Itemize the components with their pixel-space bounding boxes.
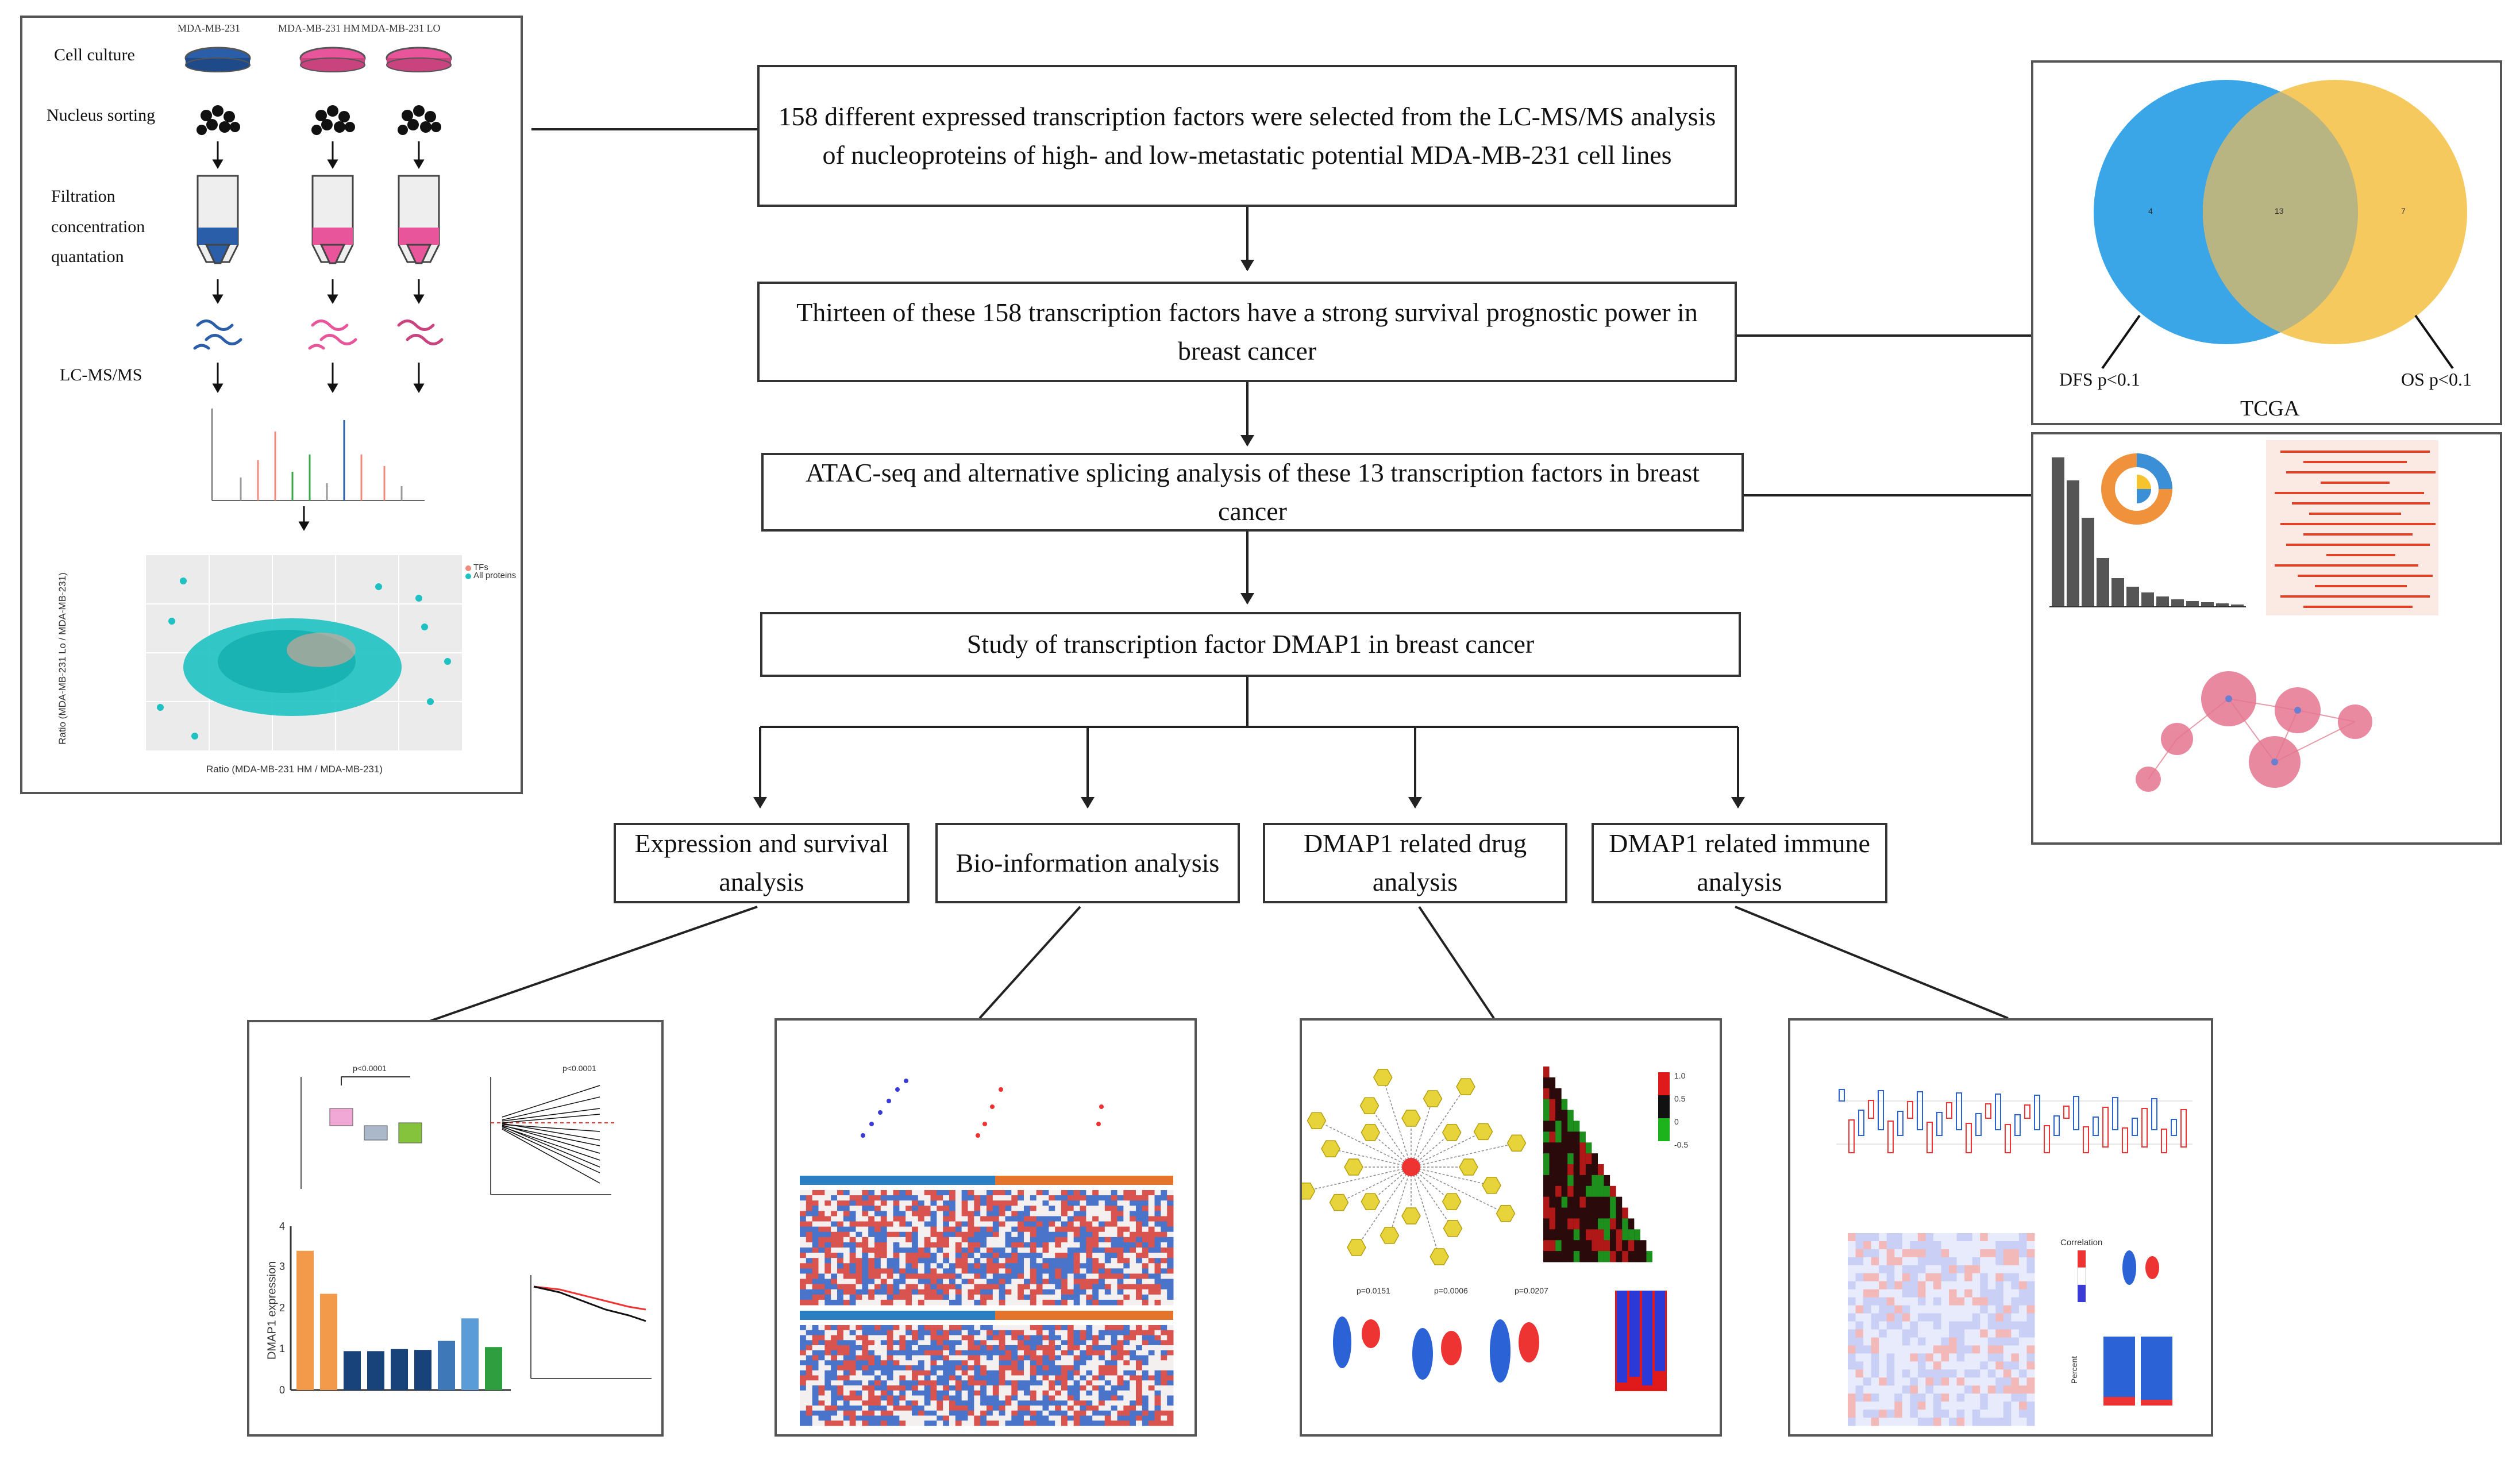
ytick: 3 bbox=[279, 1261, 286, 1272]
ytick: 1 bbox=[279, 1343, 286, 1354]
branch-expression-survival: Expression and survival analysis bbox=[614, 823, 910, 903]
drug-network bbox=[1302, 1069, 1527, 1265]
immune-boxplots bbox=[1836, 1100, 2193, 1145]
step-atac-splicing: ATAC-seq and alternative splicing analys… bbox=[761, 453, 1744, 532]
expression-bar bbox=[320, 1293, 337, 1390]
filter-tube-icon bbox=[196, 175, 440, 264]
ytick: 2 bbox=[279, 1302, 286, 1314]
expression-bar bbox=[438, 1341, 455, 1390]
drug-correlation-triangle bbox=[1543, 1067, 1652, 1262]
legend-swatch-all-proteins bbox=[465, 573, 471, 579]
corr-legend: -0.5 bbox=[1674, 1140, 1689, 1149]
venn-title: TCGA bbox=[2240, 396, 2300, 421]
drug-pvalue: p=0.0006 bbox=[1434, 1286, 1468, 1295]
branch-bioinformation: Bio-information analysis bbox=[935, 823, 1240, 903]
bioinformation-panel bbox=[775, 1018, 1197, 1437]
km-survival-plot bbox=[530, 1275, 652, 1379]
lcms-workflow-panel: MDA-MB-231 MDA-MB-231 HM MDA-MB-231 LO C… bbox=[20, 16, 523, 794]
cell-line-label: MDA-MB-231 LO bbox=[361, 22, 441, 34]
step-label: Filtration concentration quantation bbox=[51, 187, 145, 266]
culture-dish-icon bbox=[184, 47, 452, 72]
ytick: 0 bbox=[279, 1384, 286, 1396]
corr-legend: 0 bbox=[1674, 1117, 1679, 1126]
step-label: Cell culture bbox=[54, 45, 135, 64]
immune-heatmap bbox=[1848, 1233, 2035, 1426]
expression-boxplot bbox=[300, 1076, 422, 1189]
step-survival-prognostic: Thirteen of these 158 transcription fact… bbox=[757, 282, 1737, 382]
drug-pvalue: p=0.0151 bbox=[1357, 1286, 1390, 1295]
expression-graphics bbox=[290, 1076, 652, 1391]
drug-pvalue: p=0.0207 bbox=[1515, 1286, 1548, 1295]
scatter-legend-tfs: TFs bbox=[473, 563, 488, 572]
expression-bar bbox=[296, 1250, 314, 1390]
cell-line-label: MDA-MB-231 HM bbox=[278, 22, 360, 34]
expression-bar-chart bbox=[296, 1250, 502, 1390]
step-label: Nucleus sorting bbox=[47, 106, 156, 125]
immune-analysis-panel: Correlation Percent bbox=[1788, 1018, 2213, 1437]
paired-expression-plot bbox=[490, 1077, 617, 1195]
expression-bar bbox=[485, 1347, 502, 1390]
drug-graphics bbox=[1302, 1067, 1670, 1391]
scatter-ylabel: Ratio (MDA-MB-231 Lo / MDA-MB-231) bbox=[57, 572, 68, 745]
expression-bar bbox=[414, 1350, 431, 1390]
step-dmap1-study: Study of transcription factor DMAP1 in b… bbox=[760, 612, 1741, 677]
bioinfo-heatmap-top bbox=[800, 1190, 1174, 1306]
expression-bar bbox=[367, 1351, 384, 1390]
expression-bar bbox=[391, 1349, 408, 1390]
atac-graphics bbox=[2049, 440, 2438, 792]
immune-legend-title: Correlation bbox=[2060, 1238, 2103, 1248]
nucleus-cluster-icon bbox=[196, 105, 441, 135]
ratio-scatter-plot bbox=[146, 555, 462, 750]
bar-ylabel: DMAP1 expression bbox=[265, 1261, 279, 1360]
boxplot-pvalue: p<0.0001 bbox=[353, 1064, 387, 1073]
corr-legend: 1.0 bbox=[1674, 1071, 1686, 1080]
step-label: LC-MS/MS bbox=[60, 365, 142, 384]
mass-spectrum-plot bbox=[211, 409, 425, 501]
expression-bar bbox=[344, 1351, 361, 1390]
drug-analysis-panel: p=0.0151 p=0.0006 p=0.0207 1.0 0.5 0 -0.… bbox=[1300, 1018, 1722, 1437]
drug-violin-plots bbox=[1333, 1316, 1539, 1383]
venn-left-label: DFS p<0.1 bbox=[2059, 369, 2140, 390]
venn-right-count: 7 bbox=[2401, 206, 2406, 215]
step-lcms-selection: 158 different expressed transcription fa… bbox=[757, 65, 1737, 207]
corr-legend: 0.5 bbox=[1674, 1094, 1686, 1103]
workflow-graphics bbox=[146, 47, 471, 750]
atac-splicing-panel bbox=[2031, 432, 2502, 845]
paired-pvalue: p<0.0001 bbox=[562, 1064, 596, 1073]
scatter-legend-all-proteins: All proteins bbox=[473, 571, 517, 580]
expression-bar bbox=[461, 1318, 479, 1390]
venn-left-count: 4 bbox=[2148, 206, 2153, 215]
scatter-xlabel: Ratio (MDA-MB-231 HM / MDA-MB-231) bbox=[206, 764, 383, 775]
branch-immune-analysis: DMAP1 related immune analysis bbox=[1592, 823, 1887, 903]
branch-drug-analysis: DMAP1 related drug analysis bbox=[1263, 823, 1567, 903]
bioinfo-heatmap-bottom bbox=[800, 1325, 1174, 1426]
cell-line-label: MDA-MB-231 bbox=[178, 22, 241, 34]
ytick: 4 bbox=[279, 1221, 286, 1232]
legend-swatch-tfs bbox=[465, 565, 471, 571]
venn-mid-count: 13 bbox=[2275, 206, 2284, 215]
venn-diagram bbox=[2094, 80, 2467, 369]
venn-right-label: OS p<0.1 bbox=[2401, 369, 2472, 390]
immune-graphics bbox=[1836, 1089, 2193, 1426]
tcga-venn-panel: 4 13 7 DFS p<0.1 OS p<0.1 TCGA bbox=[2031, 60, 2502, 425]
bioinfo-graphics bbox=[800, 1079, 1174, 1426]
expression-survival-panel: p<0.0001 p<0.0001 bbox=[247, 1020, 664, 1437]
drug-stacked-bars bbox=[1615, 1291, 1667, 1391]
